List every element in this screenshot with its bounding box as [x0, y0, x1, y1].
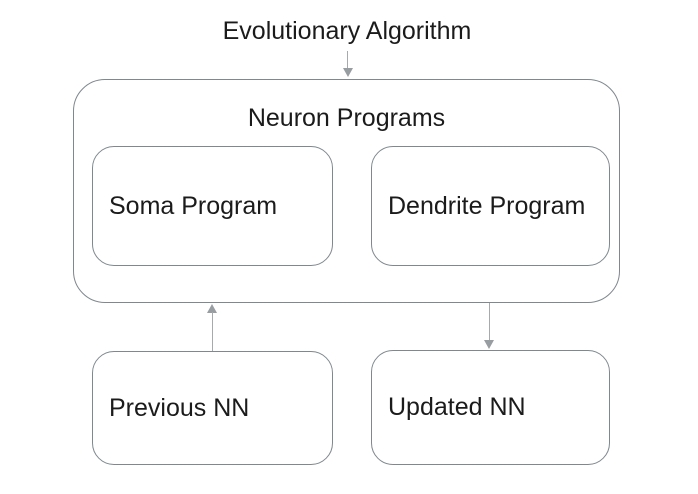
arrow-head-up-icon	[207, 304, 217, 313]
arrow-shaft	[347, 51, 348, 69]
soma-program-label: Soma Program	[109, 191, 278, 220]
arrow-previous-nn-to-neuron-programs	[207, 304, 217, 351]
updated-nn-label: Updated NN	[388, 393, 526, 421]
arrow-shaft	[212, 312, 213, 351]
arrow-evolutionary-algorithm-to-neuron-programs	[343, 51, 353, 77]
updated-nn-box: Updated NN	[371, 350, 610, 465]
soma-program-box: Soma Program	[92, 146, 333, 266]
arrow-neuron-programs-to-updated-nn	[484, 303, 494, 349]
dendrite-program-box: Dendrite Program	[371, 146, 610, 266]
arrow-head-down-icon	[343, 68, 353, 77]
previous-nn-label: Previous NN	[109, 393, 250, 422]
arrow-head-down-icon	[484, 340, 494, 349]
neuron-programs-label: Neuron Programs	[247, 104, 446, 132]
arrow-shaft	[489, 303, 490, 341]
dendrite-program-label: Dendrite Program	[388, 191, 586, 220]
diagram-title: Evolutionary Algorithm	[222, 17, 472, 45]
previous-nn-box: Previous NN	[92, 351, 333, 465]
